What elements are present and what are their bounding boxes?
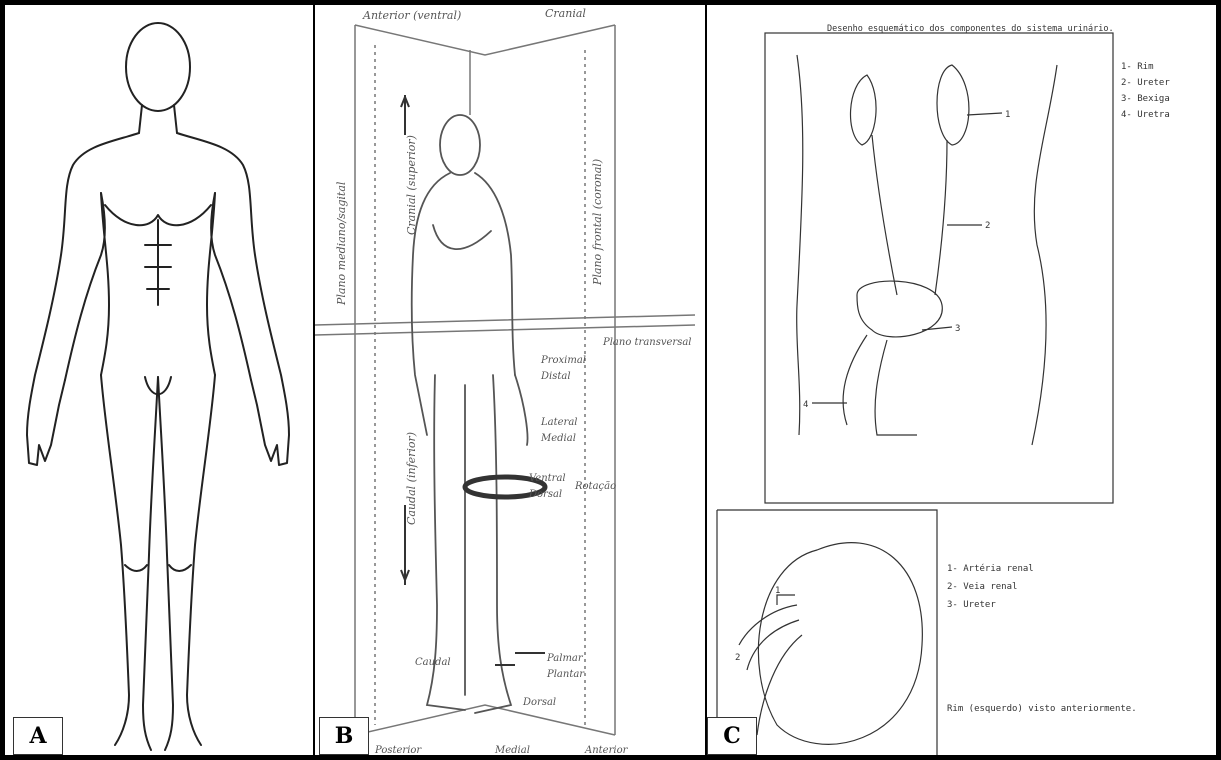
annotation-text: Anterior	[584, 745, 629, 755]
urinary-system-drawing: Desenho esquemático dos componentes do s…	[707, 5, 1221, 755]
annotation-text: 1	[775, 586, 780, 596]
annotation-text: 4	[803, 400, 808, 410]
panel-b: Anterior (ventral) Cranial Plano mediano…	[315, 5, 703, 755]
panel-c: Desenho esquemático dos componentes do s…	[707, 5, 1221, 755]
annotation-text: 2- Ureter	[1121, 78, 1170, 88]
annotation-text: Plano mediano/sagital	[335, 181, 348, 306]
annotation-text: Cranial (superior)	[405, 135, 418, 235]
annotation-text: Medial	[494, 745, 530, 755]
annotation-text: 3	[955, 324, 960, 334]
annotation-text: Dorsal	[528, 489, 562, 500]
annotation-text: 2- Veia renal	[947, 582, 1017, 592]
annotation-text: Caudal (inferior)	[405, 432, 418, 525]
annotation-text: Lateral	[540, 417, 577, 428]
annotation-text: Medial	[540, 433, 576, 444]
panel-a: A	[5, 5, 311, 755]
annotation-text: 2	[735, 653, 740, 663]
annotation-text: Plano frontal (coronal)	[591, 159, 604, 286]
annotation-text: Anterior (ventral)	[362, 9, 461, 22]
annotation-text: Rotação	[574, 481, 616, 492]
annotation-text: Caudal	[415, 657, 451, 668]
annotation-text: Posterior	[374, 745, 422, 755]
panel-a-label: A	[13, 717, 63, 755]
annotation-text: 1- Artéria renal	[947, 563, 1034, 574]
annotation-text: Cranial	[545, 7, 586, 20]
annotation-text: Ventral	[529, 473, 566, 484]
annotation-text: 1- Rim	[1121, 62, 1154, 72]
annotation-text: 4- Uretra	[1121, 110, 1170, 120]
annotation-text: 3- Bexiga	[1121, 94, 1170, 104]
annotation-text: Proximal	[540, 355, 586, 366]
annotation-text: Plantar	[546, 669, 585, 680]
kidney-caption: Rim (esquerdo) visto anteriormente.	[947, 704, 1137, 714]
legend-bottom: 1- Artéria renal 2- Veia renal 3- Ureter	[947, 563, 1034, 610]
annotation-text: Plano transversal	[602, 337, 692, 348]
annotation-text: Palmar	[546, 653, 584, 664]
annotation-text: 1	[1005, 110, 1010, 120]
annotation-text: 2	[985, 221, 990, 231]
human-body-outline-drawing	[5, 5, 311, 755]
annotation-text: Dorsal	[522, 697, 556, 708]
panel-c-label: C	[707, 717, 757, 755]
panel-b-label: B	[319, 717, 369, 755]
anatomical-planes-drawing: Anterior (ventral) Cranial Plano mediano…	[315, 5, 703, 755]
annotation-text: Distal	[540, 371, 571, 382]
legend-top: 1- Rim 2- Ureter 3- Bexiga 4- Uretra	[1121, 62, 1170, 120]
annotation-text: 3- Ureter	[947, 600, 996, 610]
